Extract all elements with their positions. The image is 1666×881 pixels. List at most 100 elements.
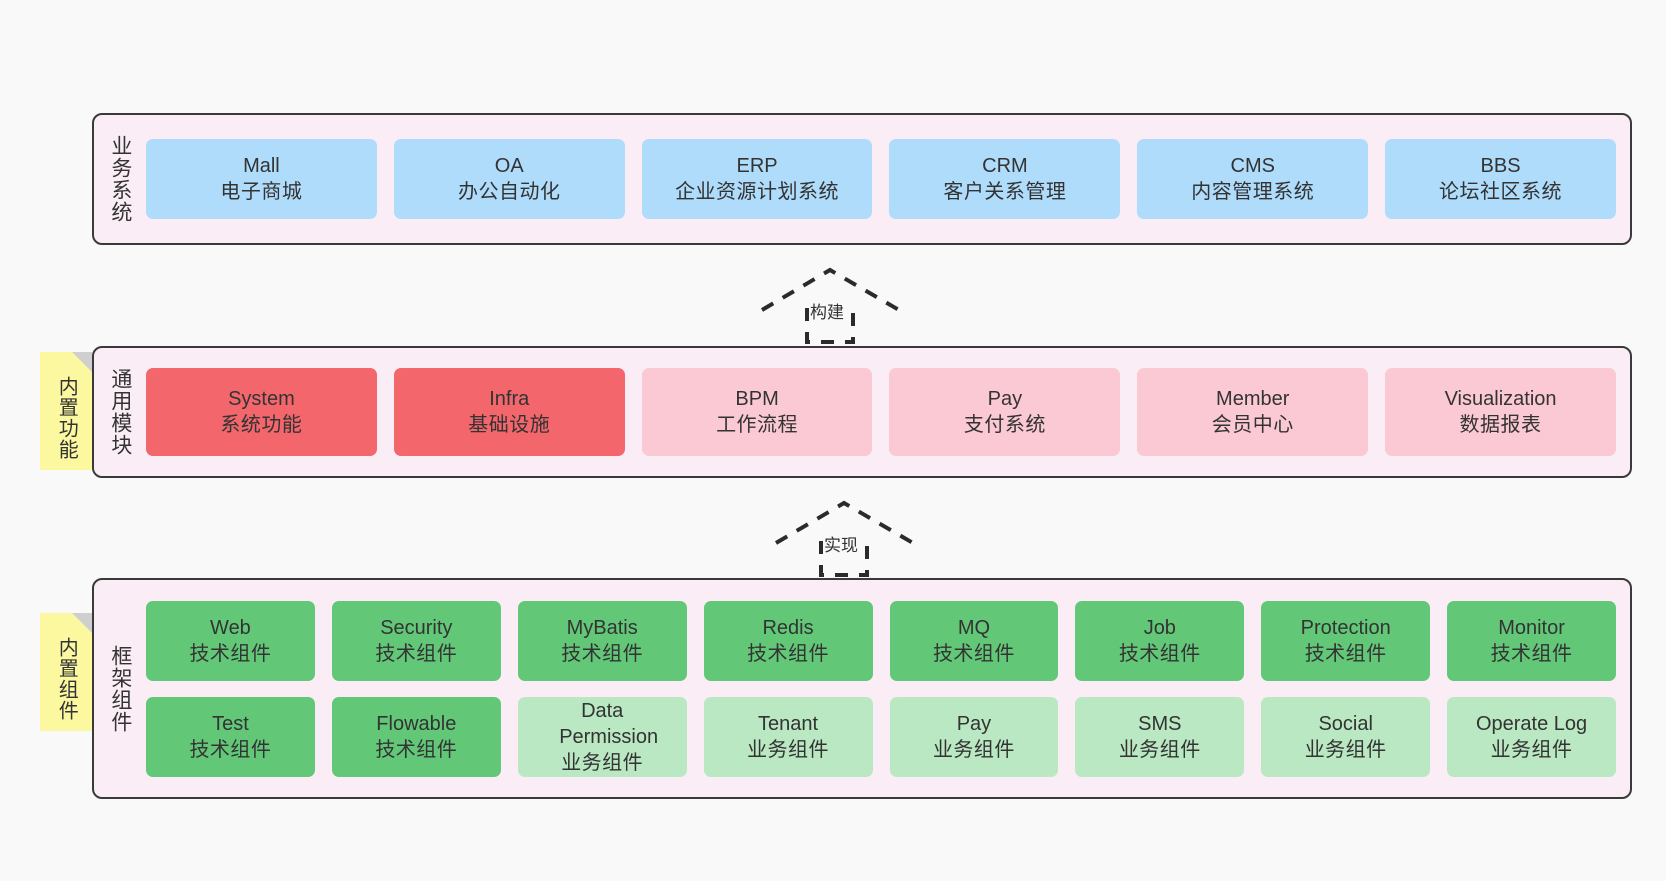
connector-build-label: 构建 (810, 303, 844, 322)
card-tenant[interactable]: Tenant 业务组件 (703, 696, 873, 777)
card-flowable[interactable]: Flowable 技术组件 (331, 696, 501, 777)
card-title-cn: 基础设施 (468, 414, 551, 436)
sticky-note-builtin-features: 内置功能 (40, 352, 92, 470)
card-title-en: Infra (489, 388, 530, 410)
card-mybatis[interactable]: MyBatis 技术组件 (517, 600, 687, 681)
card-title-en: Member (1216, 388, 1290, 410)
card-title-en: Security (380, 616, 453, 639)
card-visualization[interactable]: Visualization 数据报表 (1385, 368, 1616, 456)
card-title-cn: 技术组件 (932, 642, 1015, 665)
card-title-cn: 办公自动化 (457, 181, 561, 203)
card-system[interactable]: System 系统功能 (146, 368, 377, 456)
card-title-en: Test (212, 712, 249, 735)
layer-body-common-modules: System 系统功能 Infra 基础设施 BPM 工作流程 Pay 支付系统… (146, 348, 1630, 476)
layer-label-business-systems: 业务系统 (108, 135, 132, 223)
card-title-en: Data Permission (559, 699, 659, 748)
card-title-en: System (228, 388, 295, 410)
card-member[interactable]: Member 会员中心 (1137, 368, 1369, 456)
card-cms[interactable]: CMS 内容管理系统 (1137, 139, 1369, 219)
card-title-cn: 技术组件 (561, 642, 644, 665)
card-title-cn: 企业资源计划系统 (675, 181, 840, 203)
card-title-cn: 技术组件 (375, 642, 458, 665)
card-mq[interactable]: MQ 技术组件 (889, 600, 1059, 681)
card-redis[interactable]: Redis 技术组件 (703, 600, 873, 681)
sticky-note-label: 内置功能 (55, 376, 78, 460)
card-title-en: Operate Log (1475, 712, 1588, 735)
card-bbs[interactable]: BBS 论坛社区系统 (1385, 139, 1616, 219)
card-row: Web 技术组件 Security 技术组件 MyBatis 技术组件 Redi… (146, 600, 1616, 681)
layer-common-modules: 通用模块 System 系统功能 Infra 基础设施 BPM 工作流程 Pay… (92, 346, 1632, 478)
sticky-note-label: 内置组件 (55, 637, 78, 721)
card-crm[interactable]: CRM 客户关系管理 (889, 139, 1121, 219)
card-title-cn: 客户关系管理 (943, 181, 1067, 203)
connector-implement-label: 实现 (824, 536, 858, 555)
card-title-cn: 技术组件 (189, 738, 272, 761)
card-oa[interactable]: OA 办公自动化 (393, 139, 625, 219)
card-infra[interactable]: Infra 基础设施 (393, 368, 625, 456)
card-title-cn: 技术组件 (747, 642, 830, 665)
card-title-cn: 技术组件 (1304, 642, 1387, 665)
card-title-en: Tenant (758, 712, 819, 735)
layer-label-framework-components: 框架组件 (108, 644, 132, 733)
card-title-en: Pay (956, 712, 992, 735)
card-row: System 系统功能 Infra 基础设施 BPM 工作流程 Pay 支付系统… (146, 368, 1616, 456)
layer-label-common-modules: 通用模块 (108, 368, 132, 456)
card-title-en: OA (494, 155, 524, 177)
card-title-cn: 技术组件 (375, 738, 458, 761)
card-title-cn: 系统功能 (220, 414, 303, 436)
card-title-cn: 技术组件 (1118, 642, 1201, 665)
card-row: Test 技术组件 Flowable 技术组件 Data Permission … (146, 696, 1616, 777)
card-test[interactable]: Test 技术组件 (146, 696, 315, 777)
card-pay-component[interactable]: Pay 业务组件 (889, 696, 1059, 777)
sticky-note-builtin-components: 内置组件 (40, 613, 92, 731)
card-web[interactable]: Web 技术组件 (146, 600, 315, 681)
card-title-cn: 支付系统 (963, 414, 1046, 436)
card-title-cn: 技术组件 (189, 642, 272, 665)
card-title-cn: 业务组件 (932, 738, 1015, 761)
card-title-cn: 电子商城 (220, 181, 303, 203)
card-protection[interactable]: Protection 技术组件 (1261, 600, 1431, 681)
card-security[interactable]: Security 技术组件 (331, 600, 501, 681)
card-title-cn: 业务组件 (747, 738, 830, 761)
card-title-en: Mall (243, 155, 280, 177)
card-title-en: Visualization (1444, 388, 1557, 410)
card-erp[interactable]: ERP 企业资源计划系统 (641, 139, 873, 219)
card-title-cn: 会员中心 (1211, 414, 1294, 436)
sticky-fold-corner (72, 352, 92, 372)
card-title-en: CRM (982, 155, 1028, 177)
card-operate-log[interactable]: Operate Log 业务组件 (1447, 696, 1616, 777)
card-data-permission[interactable]: Data Permission 业务组件 (517, 696, 687, 777)
connector-implement-icon (774, 500, 915, 577)
card-pay-module[interactable]: Pay 支付系统 (889, 368, 1121, 456)
card-title-en: ERP (736, 155, 778, 177)
card-social[interactable]: Social 业务组件 (1261, 696, 1431, 777)
card-title-en: Flowable (376, 712, 457, 735)
card-title-cn: 业务组件 (1118, 738, 1201, 761)
card-title-cn: 论坛社区系统 (1439, 181, 1563, 203)
layer-framework-components: 框架组件 Web 技术组件 Security 技术组件 MyBatis 技术组件… (92, 578, 1632, 799)
card-title-cn: 内容管理系统 (1191, 181, 1315, 203)
sticky-fold-corner (72, 613, 92, 633)
card-bpm[interactable]: BPM 工作流程 (641, 368, 873, 456)
layer-business-systems: 业务系统 Mall 电子商城 OA 办公自动化 ERP 企业资源计划系统 CRM… (92, 113, 1632, 245)
card-title-en: Protection (1300, 616, 1391, 639)
card-job[interactable]: Job 技术组件 (1075, 600, 1245, 681)
card-title-cn: 业务组件 (561, 751, 644, 774)
card-title-en: Social (1318, 712, 1373, 735)
card-title-en: MyBatis (566, 616, 638, 639)
layer-body-framework-components: Web 技术组件 Security 技术组件 MyBatis 技术组件 Redi… (146, 580, 1630, 797)
card-title-en: BPM (735, 388, 779, 410)
card-title-en: Job (1143, 616, 1176, 639)
connector-build: 构建 (758, 262, 903, 344)
card-row: Mall 电子商城 OA 办公自动化 ERP 企业资源计划系统 CRM 客户关系… (146, 139, 1616, 219)
card-title-en: Web (210, 616, 251, 639)
card-monitor[interactable]: Monitor 技术组件 (1447, 600, 1616, 681)
connector-implement: 实现 (772, 495, 917, 577)
card-sms[interactable]: SMS 业务组件 (1075, 696, 1245, 777)
card-mall[interactable]: Mall 电子商城 (146, 139, 377, 219)
card-title-en: BBS (1480, 155, 1521, 177)
card-title-cn: 数据报表 (1459, 414, 1542, 436)
card-title-cn: 业务组件 (1304, 738, 1387, 761)
card-title-cn: 技术组件 (1490, 642, 1573, 665)
